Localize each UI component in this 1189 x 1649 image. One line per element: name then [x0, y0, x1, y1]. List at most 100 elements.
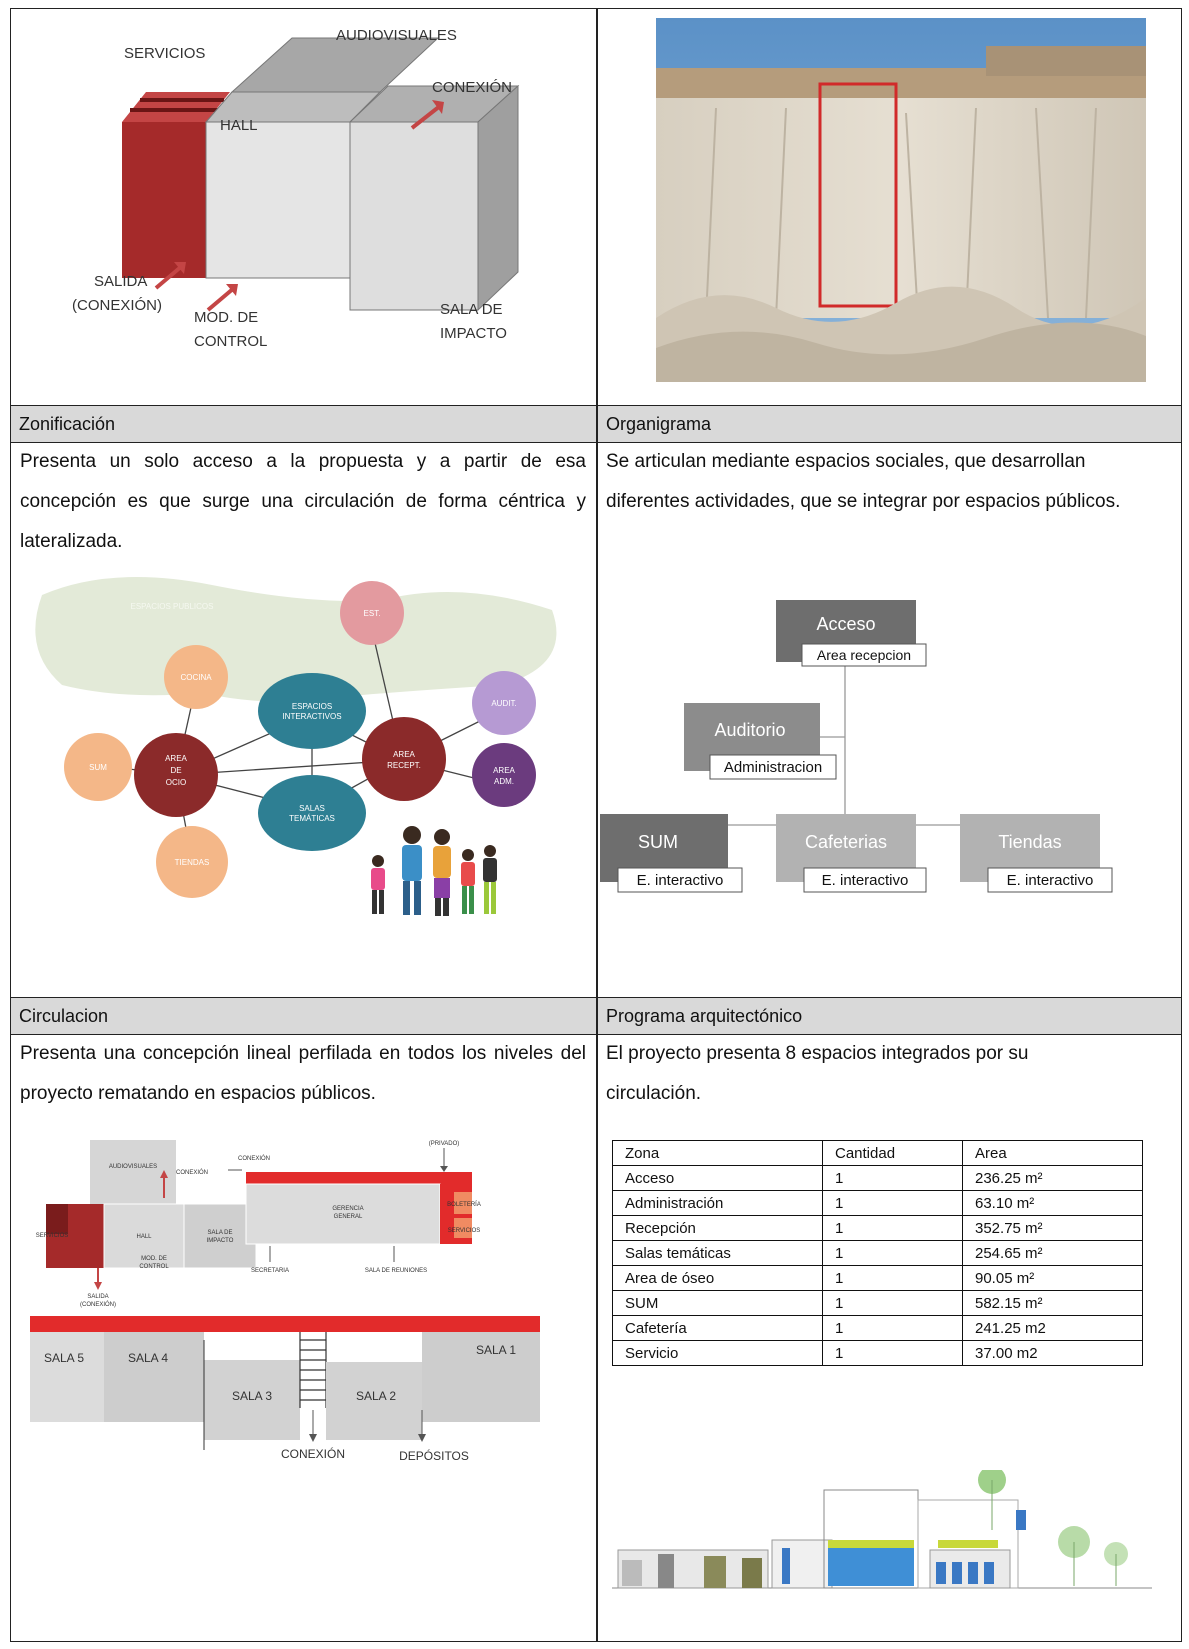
- table-cell: 1: [822, 1340, 963, 1366]
- plan-label-hall: HALL: [136, 1234, 152, 1240]
- org-sum-sub: E. interactivo: [637, 872, 724, 889]
- row-divider-4: [10, 1033, 1182, 1035]
- plan-label-conexion-3: CONEXIÓN: [281, 1446, 345, 1461]
- label-area-ocio-1: AREA: [165, 754, 187, 763]
- zonificacion-text: Presenta un solo acceso a la propuesta y…: [20, 451, 586, 552]
- label-sum: SUM: [89, 763, 107, 772]
- plan-label-conexion-2: CONEXIÓN: [238, 1155, 270, 1162]
- org-acceso-subbox: [801, 643, 927, 667]
- label-adm-1: AREA: [493, 766, 515, 775]
- org-cafeterias-title: Cafeterias: [805, 832, 887, 852]
- label-tiendas: TIENDAS: [175, 858, 210, 867]
- label-mod-2: CONTROL: [194, 333, 267, 350]
- programa-text: El proyecto presenta 8 espacios integrad…: [606, 1043, 1029, 1104]
- label-espacios-int-1: ESPACIOS: [292, 702, 332, 711]
- table-cell: Salas temáticas: [612, 1240, 823, 1266]
- sala-impacto-side: [477, 84, 519, 312]
- table-cell: Recepción: [612, 1215, 823, 1241]
- table-cell: 1: [822, 1265, 963, 1291]
- label-salida-2: (CONEXIÓN): [72, 297, 162, 314]
- label-audiovisuales: AUDIOVISUALES: [336, 27, 457, 44]
- label-sala-1: SALA DE: [440, 301, 503, 318]
- plan-label-sala5: SALA 5: [44, 1351, 84, 1365]
- header-organigrama: Organigrama: [598, 406, 1181, 442]
- table-cell: 582.15 m²: [962, 1290, 1143, 1316]
- mod-control-arrow: [206, 286, 236, 312]
- plan-sala-impacto: [183, 1203, 257, 1269]
- bubble-est: [340, 581, 404, 645]
- bubble-espacios-interactivos: [258, 673, 366, 749]
- plan-label-sala4: SALA 4: [128, 1351, 168, 1365]
- label-salas-2: TEMÁTICAS: [289, 814, 335, 823]
- label-audit: AUDIT.: [491, 699, 516, 708]
- building-elevation: [612, 1470, 1152, 1589]
- table-cell: Area de óseo: [612, 1265, 823, 1291]
- org-acceso-title: Acceso: [816, 614, 875, 634]
- bubble-audit: [472, 671, 536, 735]
- row-divider-1: [10, 405, 1182, 407]
- label-est: EST.: [364, 609, 381, 618]
- org-auditorio-title: Auditorio: [714, 720, 785, 740]
- table-cell: 1: [822, 1240, 963, 1266]
- label-espacios-int-2: INTERACTIVOS: [282, 712, 341, 721]
- label-conexion: CONEXIÓN: [432, 79, 512, 96]
- org-sum-subbox: [617, 867, 743, 893]
- table-cell: Area: [962, 1140, 1143, 1166]
- header-circulacion: Circulacion: [11, 998, 596, 1034]
- volumetric-zoning-diagram: SERVICIOS AUDIOVISUALES CONEXIÓN HALL SA…: [72, 27, 520, 350]
- organigrama-text: Se articulan mediante espacios sociales,…: [606, 451, 1121, 512]
- table-cell: 1: [822, 1165, 963, 1191]
- plan-label-salida-2: (CONEXIÓN): [80, 1301, 116, 1308]
- bubble-tiendas: [156, 826, 228, 898]
- conexion-arrow: [410, 104, 442, 130]
- label-cocina: COCINA: [180, 673, 212, 682]
- row-divider-2: [10, 441, 1182, 443]
- plan-label-sala3: SALA 3: [232, 1389, 272, 1403]
- table-cell: 90.05 m²: [962, 1265, 1143, 1291]
- org-tiendas-sub: E. interactivo: [1007, 872, 1094, 889]
- plan-label-audiovisuales: AUDIOVISUALES: [109, 1164, 157, 1170]
- plan-label-salida-1: SALIDA: [87, 1294, 108, 1300]
- table-cell: Administración: [612, 1190, 823, 1216]
- org-cafeterias-subbox: [803, 867, 927, 893]
- plan-sala4: [104, 1332, 204, 1422]
- audiovisuales-top: [230, 37, 440, 93]
- plan-label-mod-2: CONTROL: [139, 1264, 169, 1270]
- label-recept-1: AREA: [393, 750, 415, 759]
- servicios-front: [122, 122, 206, 278]
- plan-label-sala-reuniones: SALA DE REUNIONES: [365, 1268, 427, 1274]
- plan-sala2: [326, 1362, 422, 1440]
- label-espacios-publicos: ESPACIOS PUBLICOS: [131, 602, 214, 611]
- table-cell: Servicio: [612, 1340, 823, 1366]
- plan-hall: [103, 1203, 185, 1269]
- plan-label-mod-1: MOD. DE: [141, 1256, 167, 1262]
- plan-label-secretaria: SECRETARIA: [251, 1268, 289, 1274]
- quarry-photo: [656, 18, 1146, 382]
- plan-label-sala1: SALA 1: [476, 1343, 516, 1357]
- table-cell: 352.75 m²: [962, 1215, 1143, 1241]
- plan-label-servicios-2: SERVICIOS: [448, 1228, 481, 1234]
- table-cell: 241.25 m2: [962, 1315, 1143, 1341]
- organigram-chart: Acceso Area recepcion Auditorio Administ…: [600, 600, 1113, 893]
- plan-gerencia-block: [245, 1183, 441, 1245]
- plan-label-sala2: SALA 2: [356, 1389, 396, 1403]
- table-cell: 1: [822, 1190, 963, 1216]
- plan-label-conexion-1: CONEXIÓN: [176, 1169, 208, 1176]
- table-cell: 63.10 m²: [962, 1190, 1143, 1216]
- table-cell: 37.00 m2: [962, 1340, 1143, 1366]
- bubble-zoning-diagram: ESPACIOS PUBLICOS EST. COCINA SUM AREA D…: [35, 577, 557, 916]
- table-cell: Cafetería: [612, 1315, 823, 1341]
- table-cell: Acceso: [612, 1165, 823, 1191]
- circulacion-text: Presenta una concepción lineal perfilada…: [20, 1043, 586, 1104]
- circulation-plans: AUDIOVISUALES CONEXIÓN SERVICIOS HALL SA…: [30, 1140, 540, 1463]
- bubble-area-recept: [362, 717, 446, 801]
- family-figures: [371, 826, 497, 916]
- plan-label-depositos: DEPÓSITOS: [399, 1448, 469, 1463]
- label-mod-1: MOD. DE: [194, 309, 258, 326]
- sala-impacto-front: [349, 121, 479, 311]
